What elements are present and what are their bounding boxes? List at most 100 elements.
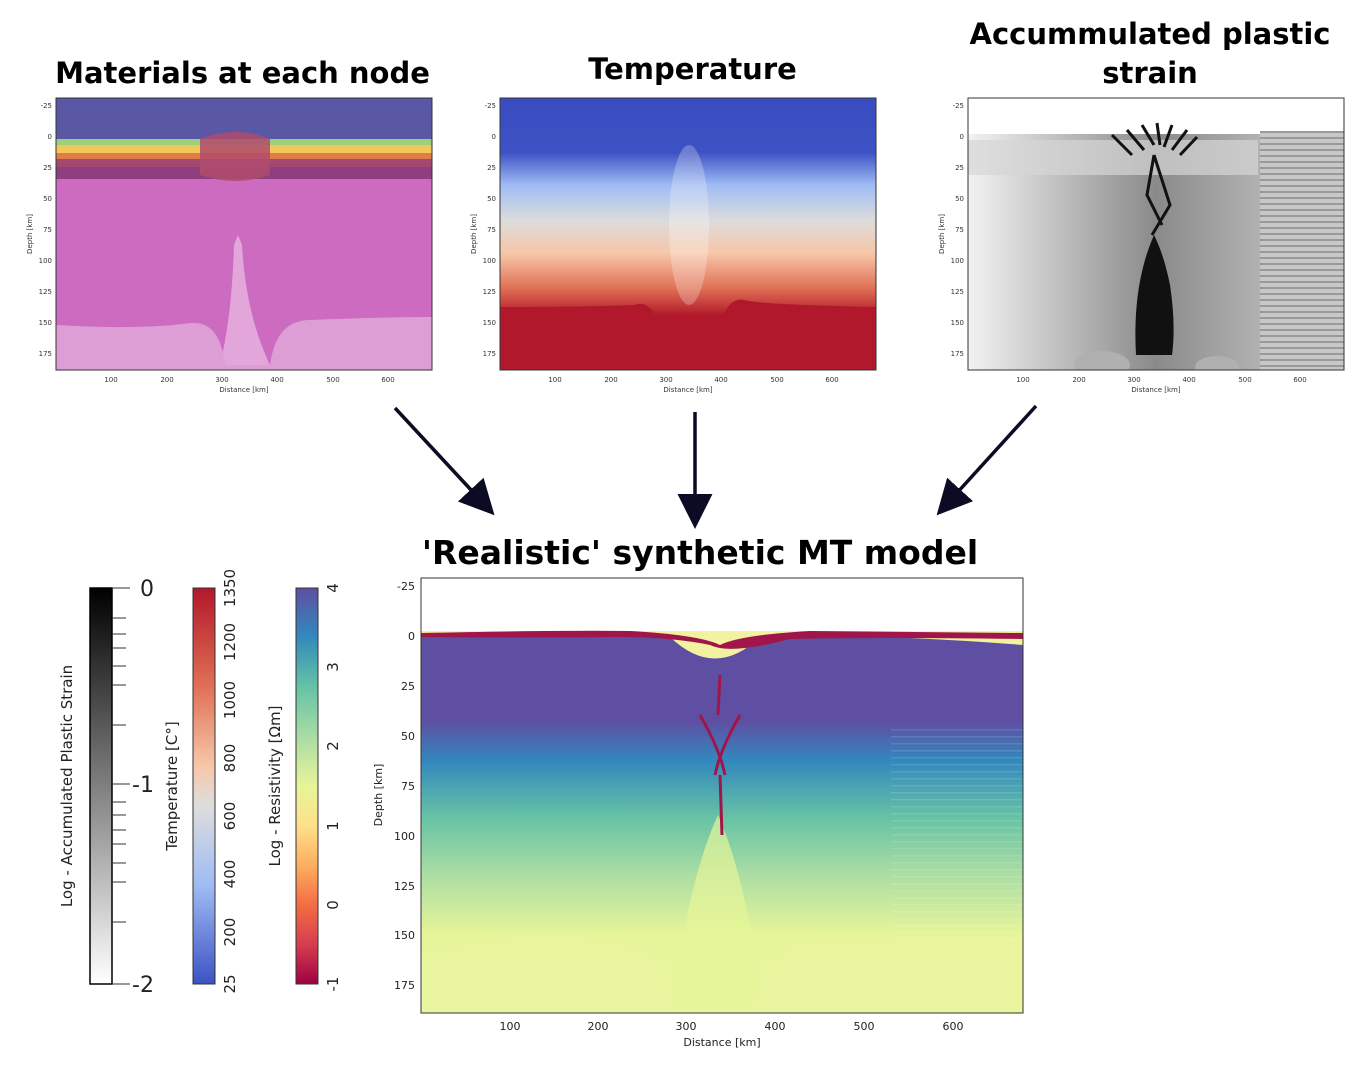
arrow-right — [936, 404, 1038, 516]
strain-plume — [1135, 235, 1174, 355]
ytick: -25 — [485, 102, 496, 110]
xtick: 400 — [765, 1020, 786, 1033]
mt-air — [421, 578, 1023, 632]
temp-cbar-tick: 800 — [221, 744, 239, 773]
ytick: 150 — [394, 929, 415, 942]
ytick: 0 — [960, 133, 964, 141]
xtick: 400 — [714, 376, 727, 384]
ytick: 125 — [394, 880, 415, 893]
ytick: -25 — [397, 580, 415, 593]
mt-striped-region — [891, 725, 1023, 945]
mt-conductive-crust — [421, 630, 1023, 649]
xtick: 200 — [1072, 376, 1085, 384]
res-cbar-tick: 0 — [324, 900, 342, 910]
temperature-colorbar-label: Temperature [C°] — [163, 721, 181, 851]
strain-cbar-tick-2: -2 — [132, 973, 154, 998]
materials-panel: -25 0 25 50 75 100 125 150 175 100 200 3… — [26, 97, 433, 394]
temperature-y-ticks: -25 0 25 50 75 100 125 150 175 — [483, 102, 496, 358]
xtick: 600 — [943, 1020, 964, 1033]
res-cbar-tick: 4 — [324, 583, 342, 593]
temp-cbar-tick: 400 — [221, 860, 239, 889]
temperature-xlabel: Distance [km] — [663, 386, 712, 394]
strain-air — [968, 98, 1344, 134]
strain-colorbar — [89, 587, 113, 985]
materials-y-ticks: -25 0 25 50 75 100 125 150 175 — [39, 102, 52, 358]
res-cbar-tick: -1 — [324, 977, 342, 992]
temp-cbar-tick: 600 — [221, 802, 239, 831]
materials-asthenosphere — [56, 317, 432, 370]
ytick: 100 — [951, 257, 964, 265]
ytick: 25 — [401, 680, 415, 693]
temperature-colorbar-ticks: 1350 1200 1000 800 600 400 200 25 — [221, 570, 239, 994]
strain-cbar-tick-0: 0 — [140, 577, 154, 602]
ytick: 25 — [955, 164, 964, 172]
strain-panel: -25 0 25 50 75 100 125 150 175 100 200 3… — [938, 97, 1345, 394]
ytick: 0 — [48, 133, 52, 141]
mt-x-ticks: 100 200 300 400 500 600 — [500, 1020, 964, 1033]
xtick: 100 — [548, 376, 561, 384]
mt-model-panel: -25 0 25 50 75 100 125 150 175 100 200 3… — [372, 577, 1024, 1049]
temperature-upwelling — [500, 299, 876, 370]
arrow-left — [393, 406, 495, 516]
ytick: 150 — [951, 319, 964, 327]
strain-striped-region — [1260, 131, 1344, 370]
strain-colorbar-minor-ticks — [112, 587, 130, 985]
mt-ylabel: Depth [km] — [372, 764, 385, 827]
xtick: 600 — [825, 376, 838, 384]
ytick: 0 — [492, 133, 496, 141]
strain-title-line1: Accummulated plastic — [969, 17, 1331, 51]
xtick: 600 — [381, 376, 394, 384]
temp-cbar-tick: 1200 — [221, 623, 239, 661]
ytick: 125 — [951, 288, 964, 296]
mt-model-title: 'Realistic' synthetic MT model — [421, 533, 979, 572]
arrows — [393, 404, 1038, 529]
temperature-title: Temperature — [588, 52, 797, 86]
ytick: 25 — [487, 164, 496, 172]
ytick: 25 — [43, 164, 52, 172]
xtick: 500 — [326, 376, 339, 384]
xtick: 400 — [270, 376, 283, 384]
strain-ylabel: Depth [km] — [938, 214, 946, 254]
xtick: 100 — [1016, 376, 1029, 384]
ytick: 75 — [487, 226, 496, 234]
ytick: 75 — [955, 226, 964, 234]
mt-upwelling — [670, 815, 765, 1010]
ytick: 175 — [483, 350, 496, 358]
mt-xlabel: Distance [km] — [683, 1036, 760, 1049]
res-cbar-tick: 3 — [324, 662, 342, 672]
xtick: 300 — [215, 376, 228, 384]
res-cbar-tick: 1 — [324, 821, 342, 831]
temp-cbar-tick: 1350 — [221, 570, 239, 607]
temp-cbar-tick: 25 — [221, 974, 239, 993]
ytick: 50 — [487, 195, 496, 203]
strain-colorbar-label: Log - Accumulated Plastic Strain — [58, 665, 76, 907]
xtick: 100 — [500, 1020, 521, 1033]
mt-y-ticks: -25 0 25 50 75 100 125 150 175 — [394, 580, 415, 992]
xtick: 200 — [604, 376, 617, 384]
materials-deformation-bump — [200, 132, 270, 181]
strain-cbar-tick-1: -1 — [132, 773, 154, 798]
colorbars: 0 -1 -2 Log - Accumulated Plastic Strain… — [58, 570, 342, 998]
ytick: 125 — [483, 288, 496, 296]
strain-x-ticks: 100 200 300 400 500 600 — [1016, 376, 1306, 384]
ytick: -25 — [953, 102, 964, 110]
xtick: 500 — [1238, 376, 1251, 384]
ytick: 175 — [951, 350, 964, 358]
ytick: 50 — [955, 195, 964, 203]
ytick: 75 — [401, 780, 415, 793]
ytick: 50 — [401, 730, 415, 743]
xtick: 300 — [1127, 376, 1140, 384]
mt-asthenosphere — [421, 935, 1023, 1013]
ytick: 100 — [39, 257, 52, 265]
ytick: 175 — [39, 350, 52, 358]
xtick: 500 — [770, 376, 783, 384]
materials-ylabel: Depth [km] — [26, 214, 34, 254]
ytick: 50 — [43, 195, 52, 203]
strain-bottom-left-lobe — [1074, 351, 1130, 370]
xtick: 600 — [1293, 376, 1306, 384]
ytick: 125 — [39, 288, 52, 296]
strain-xlabel: Distance [km] — [1131, 386, 1180, 394]
ytick: 175 — [394, 979, 415, 992]
xtick: 400 — [1182, 376, 1195, 384]
ytick: 0 — [408, 630, 415, 643]
